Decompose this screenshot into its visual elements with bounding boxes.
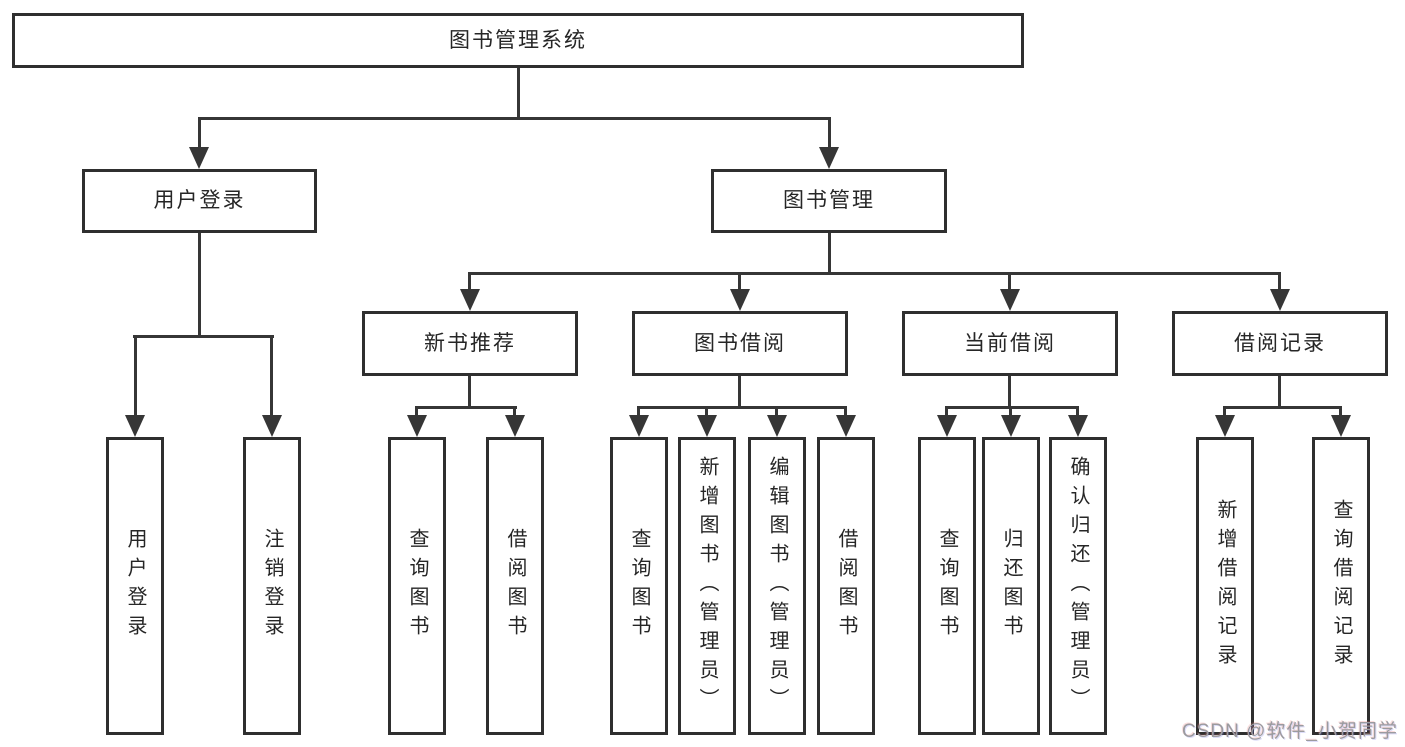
leaf-user-login: 用户登录 [106,437,164,735]
node-borrow-records: 借阅记录 [1172,311,1388,376]
arrowhead-leaf-logout [262,415,282,437]
arrowhead-g0-leaf0 [407,415,427,437]
node-book-borrow: 图书借阅 [632,311,848,376]
arrowhead-g0-leaf1 [505,415,525,437]
connector-g1-hbar [637,406,847,409]
connector-g2-leaf0 [945,406,948,418]
leaf-borrow-books-2: 借阅图书 [817,437,875,735]
connector-to-leaf-logout [270,335,273,417]
arrowhead-g2-leaf0 [937,415,957,437]
connector-g0-hbar [415,406,517,409]
arrowhead-g3-leaf0 [1215,415,1235,437]
connector-to-current-borrow [1008,272,1011,292]
connector-to-user-login [198,117,201,149]
arrowhead-g1-leaf2 [767,415,787,437]
leaf-return-books: 归还图书 [982,437,1040,735]
leaf-edit-books-admin: 编辑图书（管理员） [748,437,806,735]
leaf-logout: 注销登录 [243,437,301,735]
connector-g3-leaf1 [1339,406,1342,418]
arrowhead-new-book-recommend [460,289,480,311]
csdn-watermark: CSDN @软件_小贺同学 [1182,721,1398,742]
node-current-borrow: 当前借阅 [902,311,1118,376]
connector-g3-hbar [1223,406,1342,409]
arrowhead-user-login [189,147,209,169]
leaf-query-books-1: 查询图书 [388,437,446,735]
connector-g1-leaf2 [775,406,778,418]
leaf-add-borrow-record: 新增借阅记录 [1196,437,1254,735]
node-book-management: 图书管理 [711,169,947,233]
arrowhead-g1-leaf0 [629,415,649,437]
leaf-query-books-3: 查询图书 [918,437,976,735]
connector-g1-leaf1 [705,406,708,418]
arrowhead-book-borrow [730,289,750,311]
connector-g1-leaf3 [844,406,847,418]
arrowhead-borrow-records [1270,289,1290,311]
connector-g2-stem [1008,376,1011,409]
connector-g2-leaf2 [1076,406,1079,418]
connector-to-leaf-user-login [134,335,137,417]
leaf-confirm-return-admin: 确认归还（管理员） [1049,437,1107,735]
arrowhead-g2-leaf2 [1068,415,1088,437]
leaf-borrow-books-1: 借阅图书 [486,437,544,735]
connector-g1-stem [738,376,741,409]
node-root: 图书管理系统 [12,13,1024,68]
arrowhead-g1-leaf1 [697,415,717,437]
connector-g3-leaf0 [1223,406,1226,418]
connector-to-borrow-records [1278,272,1281,292]
connector-g0-leaf0 [415,406,418,418]
connector-g2-hbar [945,406,1079,409]
connector-g2-leaf1 [1009,406,1012,418]
leaf-query-books-2: 查询图书 [610,437,668,735]
arrowhead-g2-leaf1 [1001,415,1021,437]
connector-g0-stem [468,376,471,409]
leaf-query-borrow-record: 查询借阅记录 [1312,437,1370,735]
connector-g0-leaf1 [513,406,516,418]
connector-root-hbar [198,117,831,120]
arrowhead-leaf-user-login [125,415,145,437]
connector-mgmt-hbar [468,272,1281,275]
arrowhead-g3-leaf1 [1331,415,1351,437]
connector-g1-leaf0 [637,406,640,418]
connector-mgmt-stem [828,233,831,274]
leaf-add-books-admin: 新增图书（管理员） [678,437,736,735]
arrowhead-book-management [819,147,839,169]
connector-to-book-borrow [738,272,741,292]
connector-g3-stem [1278,376,1281,409]
connector-to-new-book-recommend [468,272,471,292]
arrowhead-current-borrow [1000,289,1020,311]
arrowhead-g1-leaf3 [836,415,856,437]
node-user-login: 用户登录 [82,169,317,233]
connector-root-stem [517,68,520,117]
connector-login-hbar [133,335,274,338]
connector-login-stem [198,233,201,335]
connector-to-book-management [828,117,831,149]
node-new-book-recommend: 新书推荐 [362,311,578,376]
